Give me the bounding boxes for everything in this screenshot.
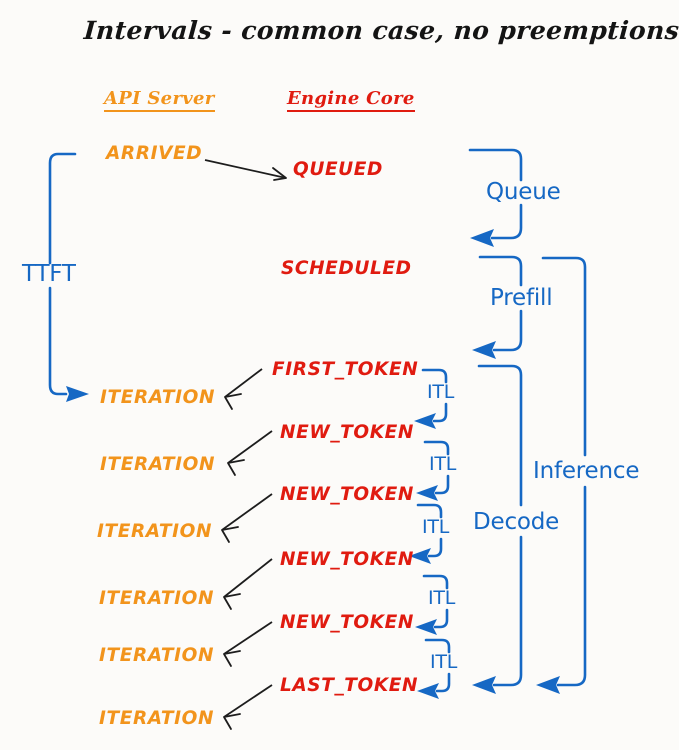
arrow-last-token-to-iteration (223, 684, 273, 730)
label-decode: Decode (473, 509, 560, 535)
arrow-first-token-to-iteration (224, 368, 263, 410)
state-first-token: FIRST_TOKEN (272, 359, 419, 380)
state-last-token: LAST_TOKEN (280, 675, 419, 696)
label-itl: ITL (422, 516, 450, 538)
state-arrived: ARRIVED (106, 143, 203, 164)
state-iteration: ITERATION (97, 521, 213, 542)
arrow-new-token-to-iteration (223, 558, 273, 610)
column-header-engine-core: Engine Core (287, 90, 415, 112)
state-iteration: ITERATION (99, 588, 215, 609)
column-header-api-server: API Server (104, 90, 215, 112)
label-itl: ITL (430, 651, 458, 673)
state-iteration: ITERATION (99, 645, 215, 666)
label-inference: Inference (533, 458, 640, 484)
state-new-token: NEW_TOKEN (280, 549, 414, 570)
arrow-new-token-to-iteration (227, 430, 273, 476)
label-queue: Queue (486, 179, 561, 205)
state-new-token: NEW_TOKEN (280, 612, 414, 633)
state-new-token: NEW_TOKEN (280, 422, 414, 443)
state-scheduled: SCHEDULED (281, 258, 412, 279)
page-title: Intervals - common case, no preemptions (82, 16, 679, 45)
arrow-new-token-to-iteration (221, 493, 273, 543)
label-itl: ITL (429, 453, 457, 475)
state-iteration: ITERATION (100, 454, 216, 475)
state-queued: QUEUED (293, 159, 384, 180)
label-itl: ITL (427, 381, 455, 403)
state-new-token: NEW_TOKEN (280, 484, 414, 505)
arrow-arrived-to-queued (204, 159, 287, 181)
arrow-new-token-to-iteration (223, 621, 273, 667)
state-iteration: ITERATION (99, 708, 215, 729)
label-itl: ITL (428, 587, 456, 609)
state-iteration: ITERATION (100, 387, 216, 408)
label-ttft: TTFT (22, 261, 76, 287)
label-prefill: Prefill (490, 285, 553, 311)
